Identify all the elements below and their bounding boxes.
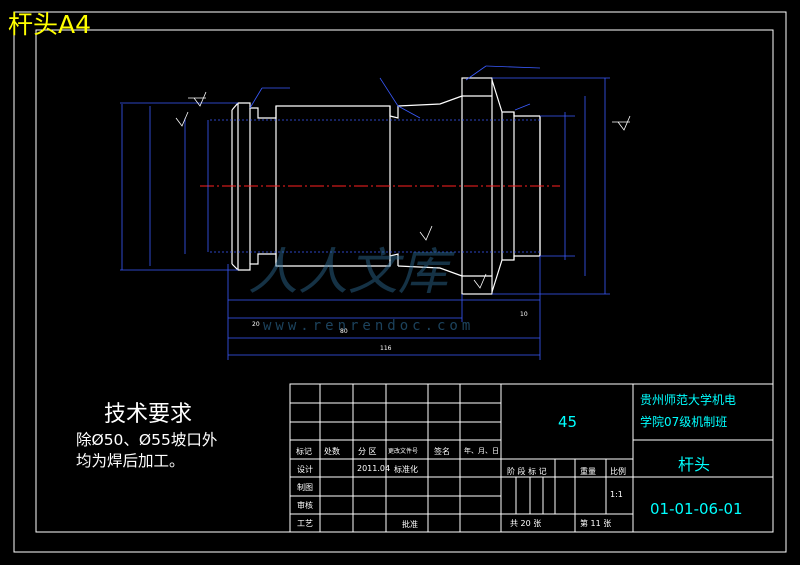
tb-header-mark: 标记 [296,447,312,456]
outer-border [13,11,787,553]
dim-length-10: 10 [520,311,528,318]
tb-row-design: 设计 [297,465,313,474]
tb-scale: 比例 [610,467,626,476]
watermark: 人人文库 [248,243,448,301]
page-title: 杆头A4 [8,10,92,39]
tb-scale-value: 1:1 [610,490,623,499]
tb-stage-labels: 阶 段 标 记 [507,467,547,476]
dim-overall-length: 116 [380,345,392,352]
tb-weight: 重量 [580,467,596,476]
tb-header-zone: 分 区 [358,447,377,456]
tb-row-process: 工艺 [297,519,313,528]
tb-row-check: 审核 [297,501,313,510]
part-outline [231,77,541,295]
tb-row-draw: 制图 [297,483,313,492]
roughness-symbols [175,91,631,289]
technical-requirements-heading: 技术要求 [104,402,193,427]
tb-drawing-number: 01-01-06-01 [650,500,743,518]
tb-header-date: 年、月、日 [464,447,499,455]
dimension-lines [120,65,610,360]
tb-design-date: 2011.04 [357,464,391,473]
tb-total-sheets: 共 20 张 [510,519,542,528]
bore-lines [210,119,540,253]
dim-length-20: 20 [252,321,260,328]
tb-header-count: 处数 [324,447,340,456]
tb-header-change-doc: 更改文件号 [388,448,419,455]
tb-school-line: 贵州师范大学机电 [640,393,737,407]
technical-requirement-line: 除Ø50、Ø55坡口外 [76,431,218,449]
tb-standardize: 标准化 [394,465,418,474]
tb-sheet-number: 第 11 张 [580,519,612,528]
watermark-url: www.renrendoc.com [263,318,475,334]
tb-header-signature: 签名 [434,447,450,456]
technical-requirement-line: 均为焊后加工。 [76,452,185,470]
tb-approve: 批准 [402,520,418,529]
tb-material: 45 [558,413,578,431]
tb-part-name: 杆头 [678,455,711,474]
tb-school-line: 学院07级机制班 [640,415,728,429]
dim-length-80: 80 [340,328,348,335]
